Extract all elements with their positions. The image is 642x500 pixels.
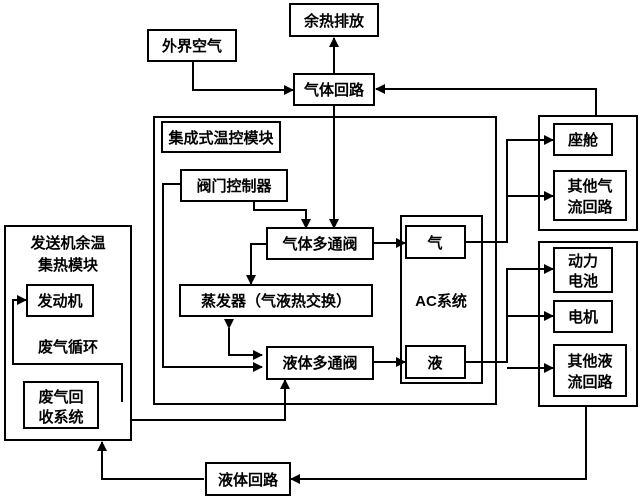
integrated-module-title: 集成式温控模块	[161, 121, 281, 153]
exhaust-recirculation-label: 废气循环	[38, 338, 98, 356]
arrow-liquidloop-to-enginemodule	[97, 441, 204, 480]
engine-node: 发动机	[26, 284, 94, 317]
engine-module-label-line2: 集热模块	[37, 256, 99, 274]
arrow-liquidconsumers-to-liquidloop	[290, 406, 587, 484]
arrow-exhaust-recirculation	[12, 295, 123, 402]
exhaust-recovery-label-line2: 收系统	[38, 408, 83, 426]
evaporator-node: 蒸发器（气液热交换）	[179, 284, 373, 317]
battery-node: 动力 电池	[553, 247, 613, 293]
outside-air-node: 外界空气	[147, 29, 237, 62]
other-liquid-loop-node: 其他液 流回路	[553, 344, 627, 397]
other-liquid-loop-label-line2: 流回路	[567, 373, 613, 391]
other-liquid-loop-label-line1: 其他液	[567, 352, 613, 370]
arrow-controller-to-liquidvalve	[162, 183, 263, 372]
gas-multiway-valve-label: 气体多通阀	[281, 235, 357, 253]
liquid-multiway-valve-label: 液体多通阀	[282, 354, 357, 372]
ac-system-label: AC系统	[415, 292, 467, 310]
other-gas-loop-label-line2: 流回路	[567, 198, 613, 216]
engine-module-label-line1: 发送机余温	[29, 234, 105, 252]
waste-heat-exhaust-node: 余热排放	[289, 3, 379, 37]
arrow-outsideair-to-gasloop	[192, 60, 294, 95]
valve-controller-label: 阀门控制器	[196, 177, 272, 195]
waste-heat-exhaust-label: 余热排放	[303, 12, 365, 30]
other-gas-loop-node: 其他气 流回路	[553, 170, 627, 221]
arrow-cabin-to-gasloop	[375, 84, 597, 116]
cabin-node: 座舱	[553, 123, 613, 156]
gas-loop-label: 气体回路	[303, 81, 365, 99]
other-gas-loop-label-line1: 其他气	[567, 177, 612, 195]
battery-label-line1: 动力	[568, 252, 598, 270]
evaporator-label: 蒸发器（气液热交换）	[201, 292, 351, 310]
motor-label: 电机	[568, 308, 598, 326]
gas-multiway-valve-node: 气体多通阀	[266, 227, 374, 260]
integrated-module-label: 集成式温控模块	[167, 129, 274, 147]
ac-gas-label: 气	[426, 234, 442, 252]
liquid-multiway-valve-node: 液体多通阀	[266, 346, 374, 380]
arrow-gasvalve-to-evaporator	[246, 243, 267, 285]
arrow-evaporator-liquidvalve	[224, 319, 263, 360]
motor-node: 电机	[553, 300, 613, 333]
outside-air-label: 外界空气	[161, 37, 222, 55]
ac-liquid-node: 液	[405, 345, 466, 379]
exhaust-recovery-node: 废气回 收系统	[23, 381, 99, 429]
ac-gas-node: 气	[405, 225, 466, 259]
engine-label: 发动机	[36, 292, 82, 310]
battery-label-line2: 电池	[568, 272, 598, 290]
arrow-acgas-to-cabin	[465, 135, 554, 243]
liquid-loop-node: 液体回路	[205, 462, 291, 496]
ac-liquid-label: 液	[427, 354, 443, 372]
arrow-enginemodule-to-liquidvalve	[131, 379, 290, 421]
arrow-controller-to-gasvalve	[253, 196, 311, 229]
cabin-label: 座舱	[567, 131, 599, 149]
liquid-loop-label: 液体回路	[218, 471, 279, 489]
gas-loop-node: 气体回路	[293, 73, 375, 106]
valve-controller-node: 阀门控制器	[180, 169, 288, 202]
exhaust-recovery-label-line1: 废气回	[38, 388, 83, 406]
